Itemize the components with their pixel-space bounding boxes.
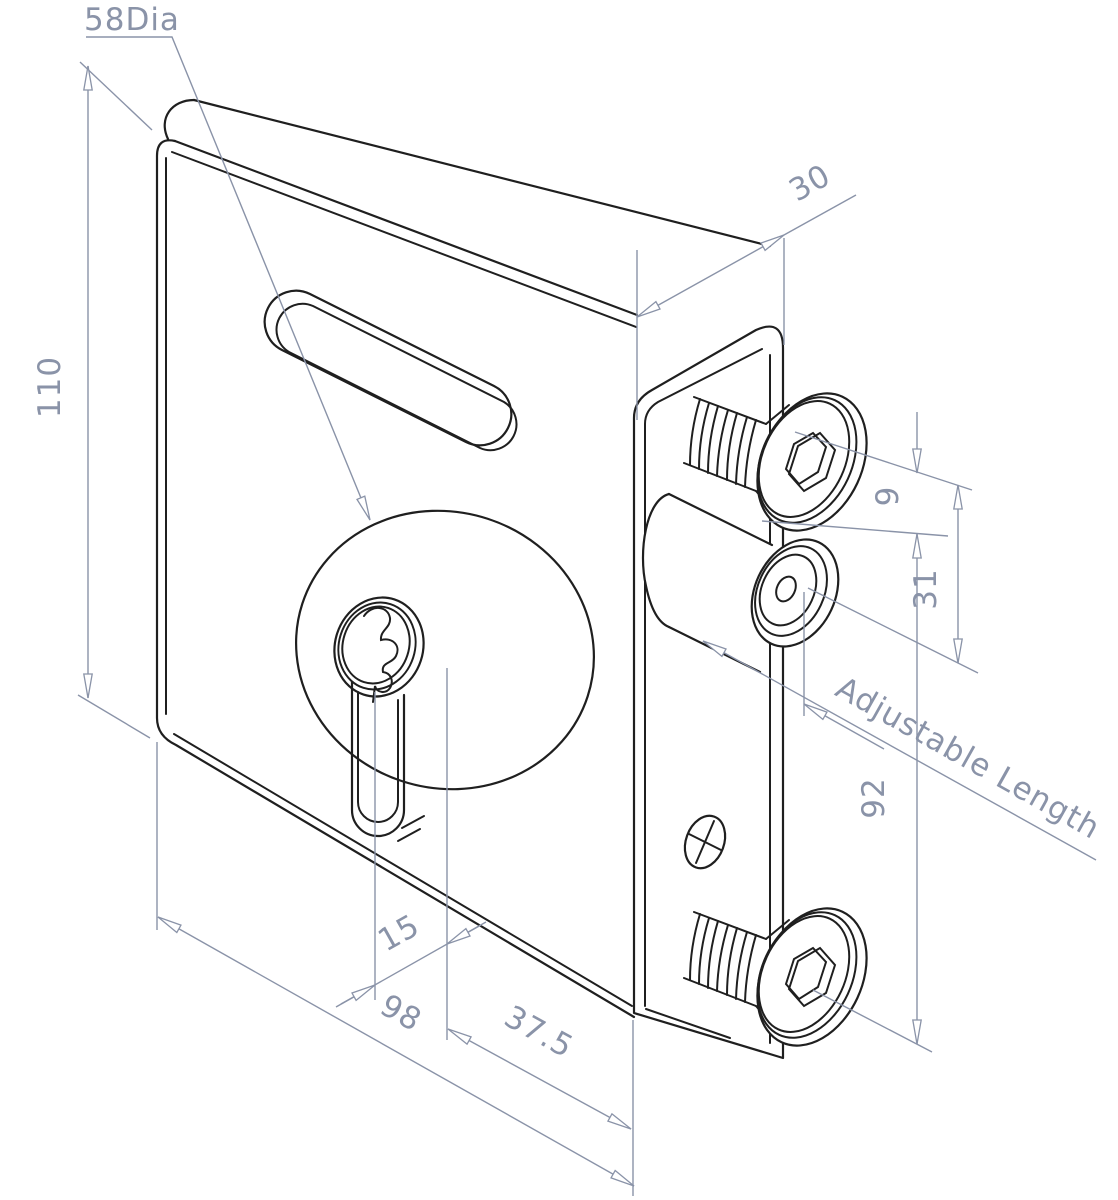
bottom-screw-hex-socket bbox=[787, 946, 837, 1008]
dim-98-line bbox=[157, 916, 635, 1187]
dim-label-92: 92 bbox=[856, 777, 892, 818]
dim-58dia-leader bbox=[86, 36, 371, 521]
dimension-9-31-92: 9 31 92 bbox=[761, 412, 979, 1053]
pin-center-hole bbox=[775, 575, 797, 603]
top-screw-threads bbox=[689, 398, 757, 488]
keyway-tail-ticks bbox=[397, 815, 425, 842]
pin-body-fill bbox=[642, 494, 772, 672]
pin-face-ring bbox=[754, 545, 828, 637]
dim-110-ext-top bbox=[79, 61, 153, 131]
dim-15-arrow-right bbox=[446, 924, 482, 945]
top-fixing-screw bbox=[683, 392, 868, 532]
dimension-58dia: 58Dia bbox=[84, 2, 371, 521]
pin-face-ring2 bbox=[758, 553, 818, 627]
cylinder-boss-circle bbox=[295, 509, 595, 791]
body-back-top-edge bbox=[192, 98, 772, 248]
keyway-face-inner bbox=[341, 605, 411, 685]
top-screw-shank bbox=[683, 396, 767, 492]
bottom-screw-hex-socket-inner bbox=[784, 946, 828, 1001]
dim-label-375: 37.5 bbox=[498, 999, 579, 1066]
top-screw-hex-socket-inner bbox=[784, 431, 828, 486]
euro-cylinder-keyway bbox=[333, 596, 425, 842]
keyway-face-mid bbox=[337, 601, 417, 691]
dimension-110: 110 bbox=[32, 61, 153, 739]
adj-length-line2 bbox=[803, 703, 885, 750]
dim-30-line-ext bbox=[783, 194, 857, 236]
dim-15-arrow-left bbox=[340, 984, 376, 1005]
keyway-face-outer bbox=[333, 596, 425, 698]
body-left-and-bottom-edge bbox=[155, 139, 636, 1019]
phillips-cross-icon bbox=[688, 820, 722, 864]
phillips-screw bbox=[683, 814, 727, 870]
dimension-15-98-375: 15 98 37.5 bbox=[156, 668, 635, 1196]
dim-30-line bbox=[636, 234, 785, 318]
ext-diag-top-screw bbox=[794, 431, 973, 491]
dim-label-98: 98 bbox=[374, 987, 428, 1039]
bottom-fixing-screw bbox=[683, 907, 868, 1047]
dim-label-15: 15 bbox=[372, 907, 426, 959]
dim-label-110: 110 bbox=[32, 356, 68, 418]
top-screw-hex-socket bbox=[787, 431, 837, 493]
body-front-top-edge bbox=[173, 139, 639, 317]
handle-slot bbox=[263, 289, 518, 452]
dim-110-ext-bottom bbox=[77, 694, 151, 739]
dim-375-line bbox=[447, 1028, 632, 1130]
ext-diag-pin-center bbox=[807, 587, 979, 674]
pin-left-cap bbox=[641, 492, 671, 629]
flange-inner-bottom bbox=[645, 1008, 731, 1039]
handle-slot-inner bbox=[275, 302, 518, 452]
adj-length-line bbox=[702, 640, 1097, 861]
boss-circle-58dia bbox=[295, 509, 595, 791]
flange-outline bbox=[632, 325, 785, 1060]
bottom-screw-head-ring2 bbox=[757, 915, 851, 1033]
dim-label-30: 30 bbox=[783, 157, 837, 209]
keyway-tail-outer bbox=[350, 680, 406, 838]
dim-label-31: 31 bbox=[908, 568, 944, 609]
dim-label-adjustable-length: Adjustable Length bbox=[830, 670, 1107, 847]
bottom-screw-shank bbox=[683, 911, 767, 1007]
top-screw-head-ring2 bbox=[757, 400, 851, 518]
bottom-screw-threads bbox=[689, 913, 757, 1003]
ext-diag-pin-top bbox=[761, 520, 949, 537]
keyway-tail-inner bbox=[357, 691, 399, 823]
mounting-flange bbox=[632, 325, 785, 1060]
dim-label-58dia: 58Dia bbox=[84, 2, 180, 38]
body-top-chamfer-line bbox=[171, 151, 637, 328]
flange-inner-left-top bbox=[644, 348, 763, 1007]
dim-label-9: 9 bbox=[870, 486, 906, 507]
body-top-left-corner bbox=[163, 98, 196, 141]
lock-body bbox=[155, 98, 772, 1019]
key-profile-squiggle bbox=[363, 607, 399, 703]
handle-slot-outer bbox=[263, 289, 513, 447]
